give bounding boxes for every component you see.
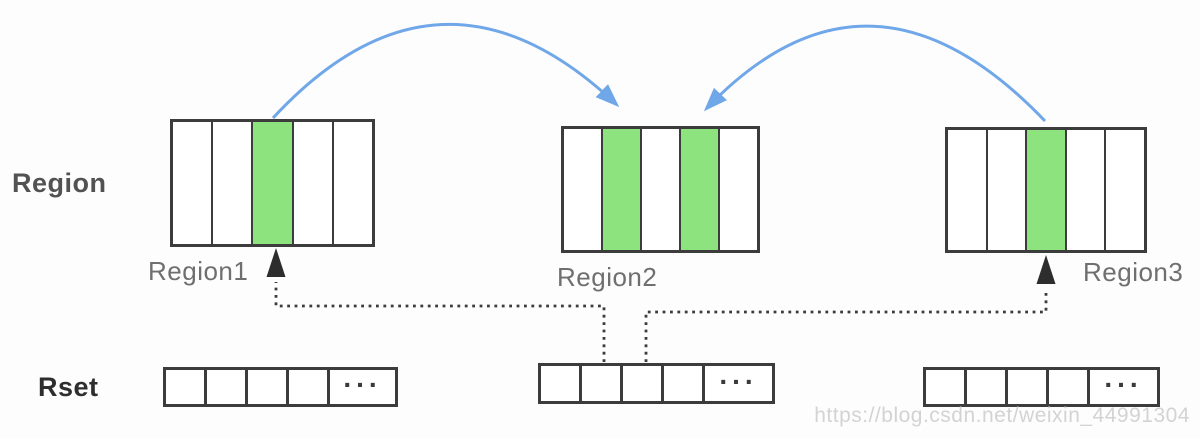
cell (166, 370, 207, 404)
region1-label: Region1 (148, 256, 249, 286)
cell (541, 366, 582, 401)
cell (720, 129, 757, 250)
green-highlighted-cell (253, 122, 294, 244)
up-arrowhead-region1-icon (266, 248, 286, 277)
ellipsis-dots: ... (343, 362, 382, 393)
cell (1106, 130, 1144, 250)
region3-label: Region3 (1083, 257, 1184, 287)
cell (642, 129, 681, 250)
cell (213, 122, 254, 244)
cell (248, 370, 289, 404)
region-row-label: Region (12, 168, 107, 198)
cell (664, 366, 705, 401)
rset2-box: ... (538, 359, 775, 404)
cell (987, 130, 1028, 250)
blue-arc-region3-to-region2 (703, 24, 1047, 123)
cell (1066, 130, 1107, 250)
region3-box (945, 127, 1147, 253)
ellipsis-dots: ... (719, 358, 758, 390)
cell (967, 370, 1008, 404)
green-highlighted-cell (1027, 130, 1067, 250)
green-highlighted-cell (603, 129, 642, 250)
rset1-box: ... (163, 362, 398, 407)
rset1-ellipsis-cell: ... (330, 362, 395, 404)
rset2-ellipsis-cell: ... (705, 359, 772, 401)
dotted-line-rset-to-region3 (644, 289, 1048, 362)
region2-box (561, 126, 760, 253)
cell (1008, 370, 1049, 404)
watermark-url: https://blog.csdn.net/weixin_44991304 (814, 404, 1190, 427)
pink-highlighted-cell (623, 366, 664, 401)
region1-box (170, 119, 375, 247)
cell (293, 122, 334, 244)
up-arrowhead-region3-icon (1036, 255, 1056, 284)
cell (948, 130, 988, 250)
cell (207, 370, 248, 404)
region2-label: Region2 (557, 262, 658, 292)
cell (333, 122, 373, 244)
green-highlighted-cell (681, 129, 720, 250)
blue-arc-region1-to-region2 (271, 22, 620, 120)
ellipsis-dots: ... (1104, 362, 1143, 393)
pink-highlighted-cell (582, 366, 623, 401)
rset3-box: ... (923, 362, 1160, 407)
cell (289, 370, 330, 404)
cell (926, 370, 967, 404)
cell (1049, 370, 1090, 404)
dotted-line-rset-to-region1 (274, 282, 606, 362)
rset-row-label: Rset (38, 372, 99, 402)
rset3-ellipsis-cell: ... (1090, 362, 1157, 404)
cell (173, 122, 214, 244)
cell (564, 129, 603, 250)
